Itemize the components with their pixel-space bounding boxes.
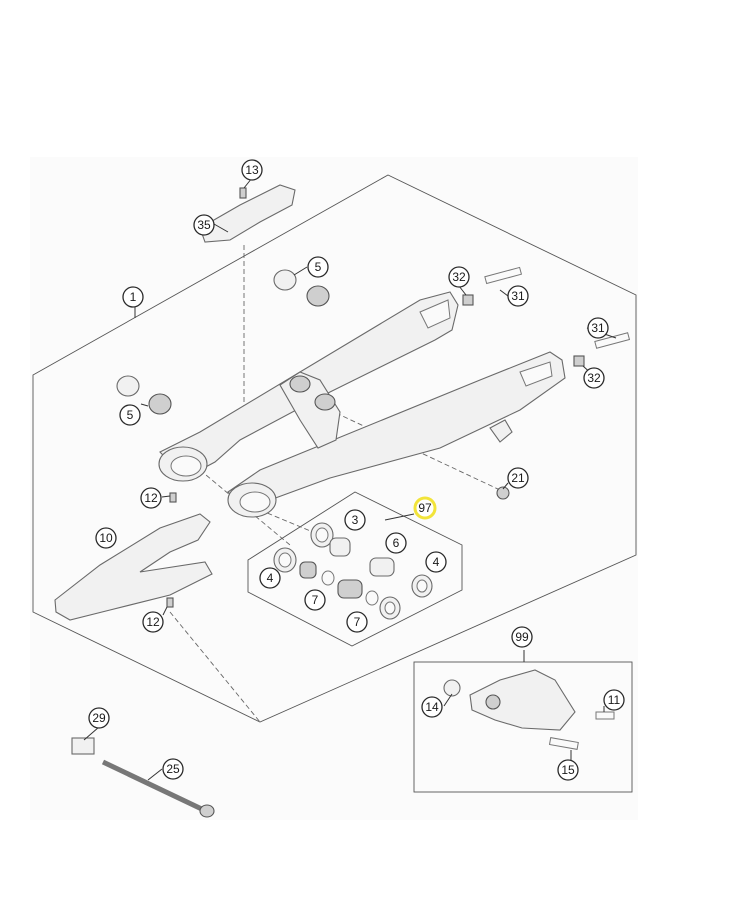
callout-circle [241, 159, 263, 181]
callout-circle [162, 758, 184, 780]
callout-circle [425, 551, 447, 573]
assembly-frame-bearing-kit [247, 491, 463, 647]
callout-circle [304, 589, 326, 611]
callout-4: 4 [425, 551, 447, 573]
callout-29: 29 [88, 707, 110, 729]
callout-label: 6 [393, 536, 400, 550]
callout-circle [507, 285, 529, 307]
callout-label: 5 [315, 260, 322, 274]
callout-6: 6 [385, 532, 407, 554]
callout-label: 15 [561, 763, 575, 777]
callout-99: 99 [511, 626, 533, 648]
callout-11: 11 [603, 689, 625, 711]
callout-label: 13 [245, 163, 259, 177]
callout-label: 32 [452, 270, 466, 284]
callout-label: 7 [312, 593, 319, 607]
callout-circle [413, 496, 437, 520]
callout-circle [259, 567, 281, 589]
callout-7: 7 [346, 611, 368, 633]
swingarm-body [158, 291, 566, 518]
callout-label: 32 [587, 371, 601, 385]
callout-label: 4 [433, 555, 440, 569]
callout-label: 14 [425, 700, 439, 714]
callout-circle [448, 266, 470, 288]
callout-32: 32 [448, 266, 470, 288]
callout-circle [344, 509, 366, 531]
callout-label: 31 [511, 289, 525, 303]
callout-31: 31 [507, 285, 529, 307]
assembly-frame-main [32, 174, 637, 723]
hardware-parts [71, 184, 631, 818]
callout-3: 3 [344, 509, 366, 531]
callout-97: 97 [413, 496, 437, 520]
callout-label: 3 [352, 513, 359, 527]
callout-circle [583, 367, 605, 389]
callout-circle [511, 626, 533, 648]
callout-circle [193, 214, 215, 236]
callout-circle [142, 611, 164, 633]
callout-5: 5 [307, 256, 329, 278]
callout-circle [603, 689, 625, 711]
callout-label: 25 [166, 762, 180, 776]
callout-25: 25 [162, 758, 184, 780]
callout-label: 97 [418, 501, 432, 515]
callout-12: 12 [140, 487, 162, 509]
chain-slider-part [54, 513, 213, 621]
callout-circle [307, 256, 329, 278]
callout-circle [346, 611, 368, 633]
callout-4: 4 [259, 567, 281, 589]
callout-circle [140, 487, 162, 509]
callout-layer: 13 35 5 32 31 1 31 32 5 21 12 97 3 10 6 4 4 7 7 12 99 14 11 29 1… [88, 159, 625, 781]
callout-1: 1 [122, 286, 144, 308]
callout-label: 10 [99, 531, 113, 545]
callout-label: 1 [130, 290, 137, 304]
callout-label: 35 [197, 218, 211, 232]
assembly-frame-chain-guide-kit [413, 661, 633, 793]
callout-7: 7 [304, 589, 326, 611]
callout-15: 15 [557, 759, 579, 781]
callout-label: 12 [144, 491, 158, 505]
callout-label: 21 [511, 471, 525, 485]
callout-31: 31 [587, 317, 609, 339]
callout-label: 11 [608, 693, 621, 707]
callout-circle [88, 707, 110, 729]
callout-35: 35 [193, 214, 215, 236]
callout-circle [385, 532, 407, 554]
callout-12: 12 [142, 611, 164, 633]
callout-circle [507, 467, 529, 489]
callout-32: 32 [583, 367, 605, 389]
callout-label: 5 [127, 408, 134, 422]
callout-circle [119, 404, 141, 426]
callout-circle [557, 759, 579, 781]
callout-label: 99 [515, 630, 529, 644]
callout-circle [587, 317, 609, 339]
callout-5: 5 [119, 404, 141, 426]
callout-label: 7 [354, 615, 361, 629]
callout-label: 4 [267, 571, 274, 585]
callout-circle [421, 696, 443, 718]
callout-circle [122, 286, 144, 308]
callout-13: 13 [241, 159, 263, 181]
callout-14: 14 [421, 696, 443, 718]
callout-label: 29 [92, 711, 106, 725]
callout-circle [95, 527, 117, 549]
callout-21: 21 [507, 467, 529, 489]
callout-label: 31 [591, 321, 605, 335]
callout-10: 10 [95, 527, 117, 549]
bearing-kit-parts [273, 522, 433, 620]
callout-label: 12 [146, 615, 160, 629]
